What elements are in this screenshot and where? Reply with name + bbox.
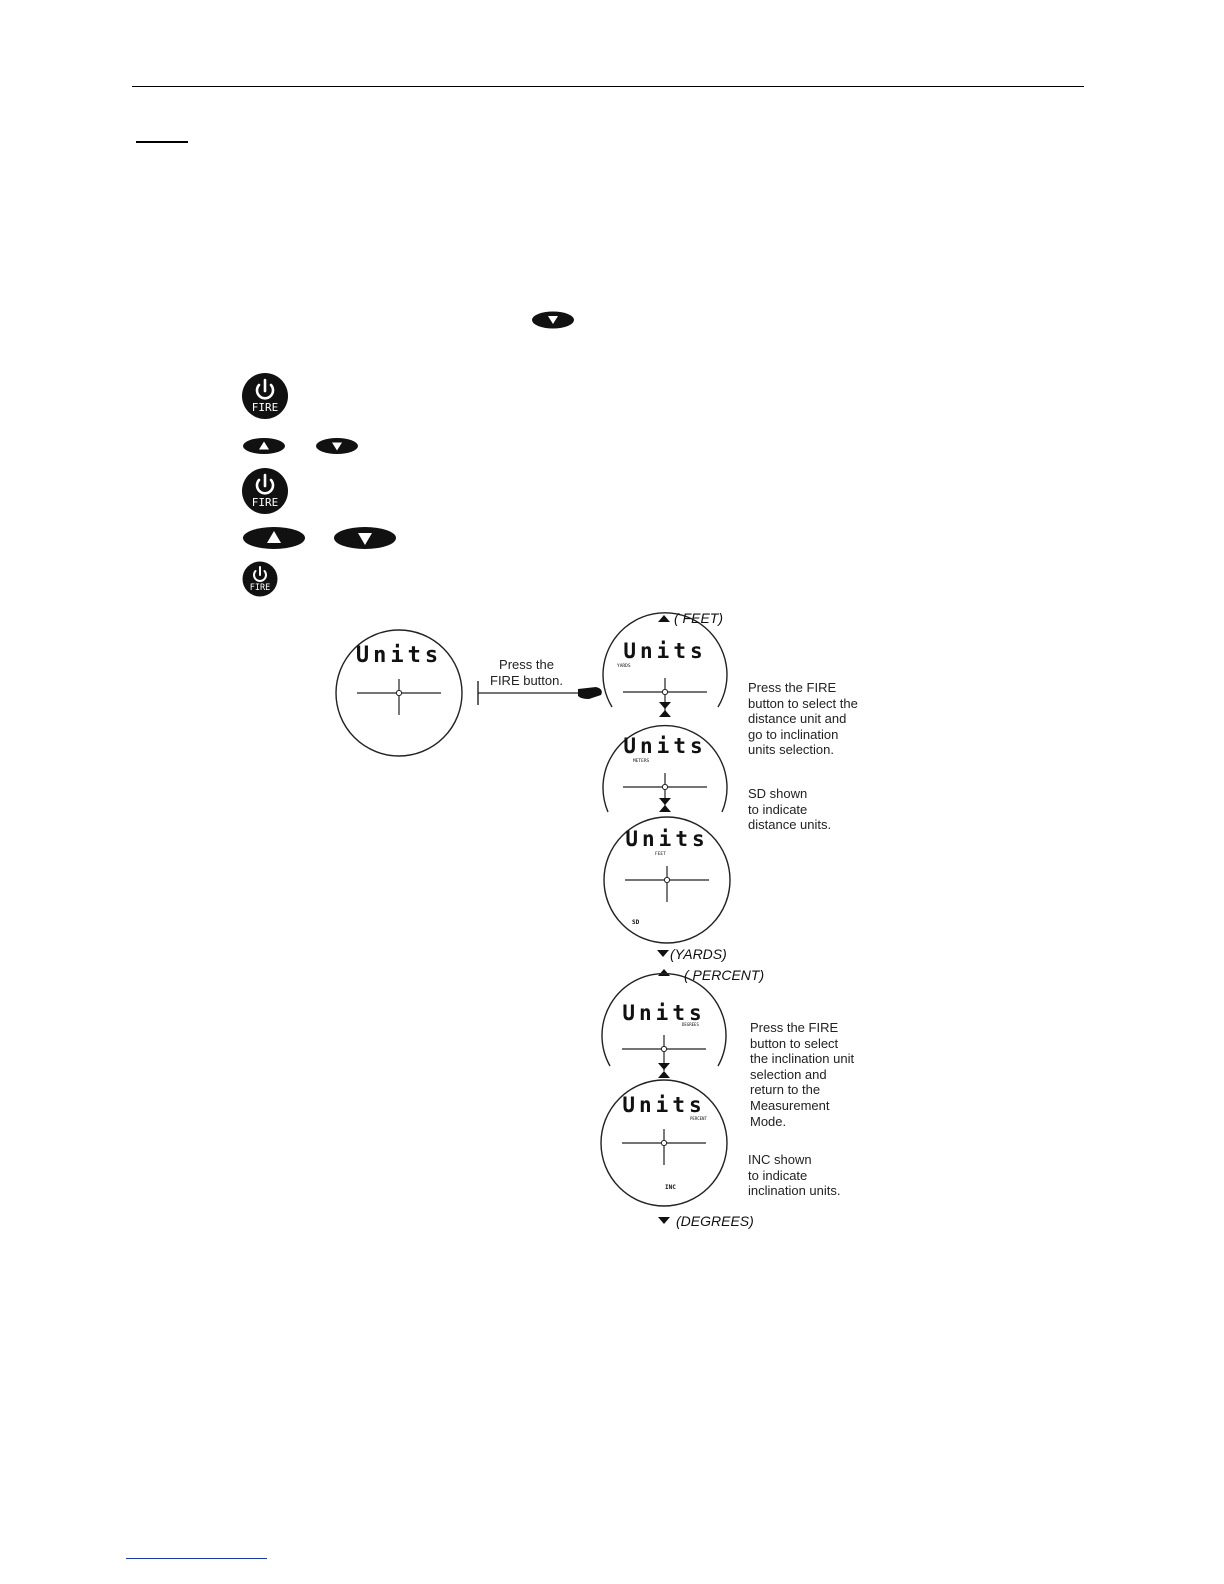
inc-indicator: INC [665,1184,676,1191]
down-button-icon [334,527,396,549]
feet-unit-indicator: FEET [655,851,666,857]
meters-unit-indicator: METERS [633,758,650,764]
feet-label: ( FEET) [674,610,723,626]
distance-selection-note: Press the FIRE button to select the dist… [748,680,858,758]
degrees-label: (DEGREES) [676,1213,754,1229]
inclination-display-degrees: Units DEGREES [601,972,727,1078]
press-fire-note: Press the FIRE button. [490,657,563,688]
inc-indicator-note: INC shown to indicate inclination units. [748,1152,841,1199]
distance-display-meters: Units METERS [602,724,728,813]
distance-display-feet: Units FEET SD [603,816,731,944]
yards-unit-indicator: YARDS [617,663,631,669]
up-button-icon [243,438,285,454]
svg-text:Units: Units [623,639,706,663]
pointing-hand-icon [578,687,602,699]
degrees-unit-indicator: DEGREES [682,1022,699,1027]
distance-display-yards: Units YARDS [602,612,728,717]
sd-indicator-note: SD shown to indicate distance units. [748,786,832,833]
percent-unit-indicator: PERCENT [690,1116,707,1121]
inclination-display-percent: Units PERCENT INC [600,1079,728,1207]
fire-button-icon: FIRE [242,373,288,419]
svg-text:Units: Units [623,734,706,758]
svg-text:Units: Units [625,827,708,851]
initial-units-display: Units [335,629,463,757]
fire-button-label: FIRE [252,401,279,414]
up-button-icon [243,527,305,549]
header-rule [132,86,1084,87]
fire-button-icon: FIRE [242,561,278,597]
down-button-icon [316,438,358,454]
inclination-selection-note: Press the FIRE button to select the incl… [750,1020,855,1129]
display-text: Units [356,643,442,668]
yards-label: (YARDS) [670,946,727,962]
footer-link-underline[interactable] [126,1558,267,1559]
fire-button-label: FIRE [252,496,279,509]
percent-label: ( PERCENT) [684,967,765,983]
down-button-icon [532,311,574,329]
fire-button-label: FIRE [250,583,270,593]
sd-indicator: SD [632,919,640,926]
svg-text:Units: Units [622,1001,705,1025]
svg-text:Units: Units [622,1093,705,1117]
fire-button-icon: FIRE [242,468,288,514]
section-heading-underline [136,141,188,143]
